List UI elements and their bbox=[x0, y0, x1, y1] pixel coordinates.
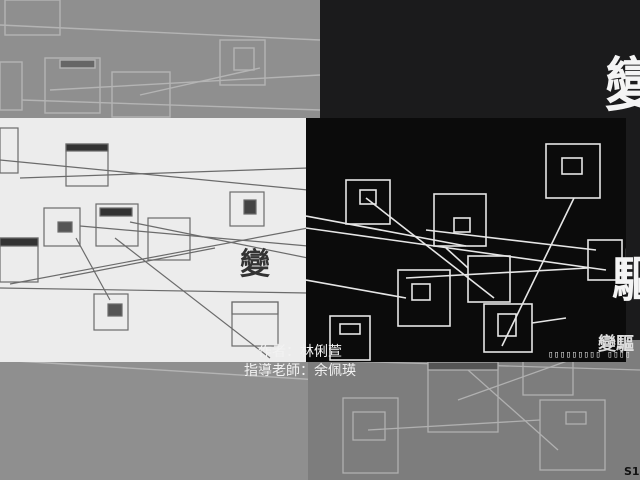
diagram-panel-black: 驅 bbox=[306, 118, 626, 362]
sheet-code: S1 bbox=[624, 465, 640, 478]
faded-diagram-bottom-right bbox=[308, 349, 640, 474]
advisor-credit: 指導老師：余佩瑛 bbox=[244, 363, 356, 379]
title-left-char: 變 bbox=[240, 247, 270, 282]
author-credit: 作者：林俐萱 bbox=[258, 344, 342, 360]
credits-block: 作者：林俐萱 指導老師：余佩瑛 bbox=[200, 343, 400, 381]
background-faded-diagram-bottom-right bbox=[308, 340, 640, 480]
architectural-diagram-white bbox=[0, 127, 308, 359]
edge-char-mid: 驅 bbox=[612, 252, 640, 308]
small-glyphs: 變驅 bbox=[598, 334, 634, 355]
edge-char-top: 變 bbox=[605, 51, 640, 119]
small-label: ▯▯▯▯▯▯▯▯▯ ▯▯▯▯ bbox=[548, 350, 631, 360]
diagram-panel-white: 變 bbox=[0, 118, 308, 362]
title-right-char: 驅 bbox=[624, 238, 626, 282]
faded-diagram-top-left bbox=[0, 0, 320, 381]
architectural-diagram-black bbox=[306, 143, 623, 361]
